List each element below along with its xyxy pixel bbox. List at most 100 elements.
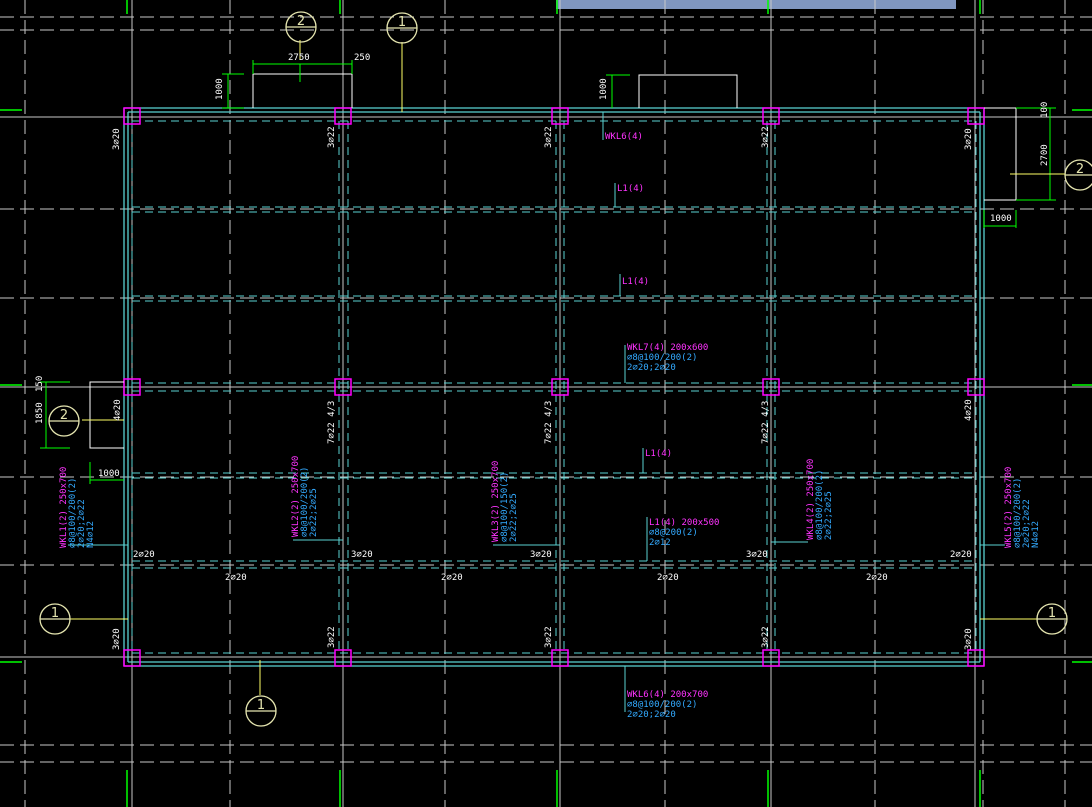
dimension-lines [40, 60, 1056, 484]
rebar-bay2: 2⌀20 [441, 573, 463, 583]
beam-detail-l1d-stirrup: ⌀8@200(2) [649, 528, 698, 538]
rebar-mid-c3: 7⌀22 4/3 [544, 401, 554, 444]
column-c3 [551, 649, 569, 667]
column-a3 [551, 107, 569, 125]
beam-detail-l1d-bars: 2⌀12 [649, 538, 671, 548]
dim-100-right: 100 [1040, 102, 1050, 118]
rebar-top-c4: 3⌀22 [761, 126, 771, 148]
rebar-row5-e: 2⌀20 [950, 550, 972, 560]
rebar-row5-b: 3⌀20 [351, 550, 373, 560]
rebar-top-c3: 3⌀22 [544, 126, 554, 148]
dim-1000-top-left: 1000 [215, 78, 225, 100]
beam-detail-wkl3-stirrup: ⌀8@100/150(2) [500, 472, 510, 542]
dim-2750: 2750 [288, 53, 310, 63]
beam-detail-wkl7-bars: 2⌀20;2⌀20 [627, 363, 676, 373]
beam-label-wkl7: WKL7(4) 200x600 [627, 343, 708, 353]
dim-2700-right: 2700 [1040, 144, 1050, 166]
beam-detail-wkl2-bars: 2⌀22;2⌀25 [309, 488, 319, 537]
section-mark-left-1 [39, 603, 71, 635]
beam-detail-wkl4-bars: 2⌀22;2⌀25 [824, 491, 834, 540]
dim-1000-right: 1000 [990, 214, 1012, 224]
section-mark-top-2 [285, 11, 317, 43]
beam-label-wkl4: WKL4(2) 250x700 [806, 459, 816, 540]
column-b3 [551, 378, 569, 396]
column-b1 [123, 378, 141, 396]
columns [123, 107, 985, 667]
column-b4 [762, 378, 780, 396]
beam-detail-wkl6b-bars: 2⌀20;2⌀20 [627, 710, 676, 720]
rebar-mid-c1: 4⌀20 [113, 399, 123, 421]
top-bar [556, 0, 956, 9]
beam-leaders [68, 112, 1005, 712]
beam-detail-wkl2-stirrup: ⌀8@100/200(2) [300, 467, 310, 537]
rebar-bay1: 2⌀20 [225, 573, 247, 583]
rebar-labels: 3⌀20 3⌀22 3⌀22 3⌀22 3⌀20 4⌀20 7⌀22 4/3 7… [112, 126, 974, 650]
section-mark-left-2 [48, 405, 80, 437]
section-num-right-1: 1 [1048, 606, 1056, 621]
beam-detail-wkl4-stirrup: ⌀8@100/200(2) [815, 470, 825, 540]
beam-dashed-lines [131, 120, 977, 654]
rebar-bot-c5: 3⌀20 [964, 628, 974, 650]
column-c4 [762, 649, 780, 667]
section-mark-bottom-1 [245, 695, 277, 727]
beam-labels-cyan: ⌀8@100/200(2) 2⌀20;2⌀20 ⌀8@200(2) 2⌀12 ⌀… [68, 353, 1041, 720]
beam-detail-wkl1-stirrup: ⌀8@100/200(2) [68, 478, 78, 548]
rebar-top-c1: 3⌀20 [112, 128, 122, 150]
beam-detail-wkl3-bars: 2⌀22;2⌀25 [509, 493, 519, 542]
column-c2 [334, 649, 352, 667]
rebar-bot-c4: 3⌀22 [761, 626, 771, 648]
beam-label-l1-a: L1(4) [617, 184, 644, 194]
leader-lines [60, 40, 1065, 695]
beam-label-l1d: L1(4) 200x500 [649, 518, 719, 528]
section-num-right-2: 2 [1076, 162, 1084, 177]
section-mark-top-1 [386, 12, 418, 44]
column-a5 [967, 107, 985, 125]
column-a4 [762, 107, 780, 125]
beam-detail-wkl5-stirrup: ⌀8@100/200(2) [1013, 478, 1023, 548]
rebar-top-c5: 3⌀20 [964, 128, 974, 150]
rebar-bot-c3: 3⌀22 [544, 626, 554, 648]
column-b5 [967, 378, 985, 396]
rebar-bot-c2: 3⌀22 [327, 626, 337, 648]
beam-detail-wkl6b-stirrup: ⌀8@100/200(2) [627, 700, 697, 710]
dim-250: 250 [354, 53, 370, 63]
section-marks [39, 11, 1092, 727]
rebar-row5-d: 3⌀20 [746, 550, 768, 560]
dim-150-left: 150 [35, 376, 45, 392]
beam-detail-wkl7-stirrup: ⌀8@100/200(2) [627, 353, 697, 363]
beam-labels-magenta: WKL6(4) L1(4) L1(4) WKL7(4) 200x600 L1(4… [59, 132, 1014, 700]
section-num-left-2: 2 [60, 408, 68, 423]
rebar-mid-c5: 4⌀20 [964, 399, 974, 421]
dimension-texts: 2750 250 1000 1000 100 2700 1000 150 185… [35, 53, 1050, 479]
dim-1000-left: 1000 [98, 469, 120, 479]
outline-boxes [89, 73, 1017, 449]
column-a1 [123, 107, 141, 125]
section-mark-numbers: 2 1 2 2 1 1 1 [51, 14, 1084, 713]
section-num-bottom-1: 1 [257, 698, 265, 713]
beam-label-wkl3: WKL3(2) 250x700 [491, 461, 501, 542]
column-a2 [334, 107, 352, 125]
rebar-bay3: 2⌀20 [657, 573, 679, 583]
section-mark-right-1 [1036, 603, 1068, 635]
beam-label-wkl6-top: WKL6(4) [605, 132, 643, 142]
beam-detail-wkl5-bars: 2⌀20;2⌀22 [1022, 499, 1032, 548]
beam-label-wkl6-bottom: WKL6(4) 200x700 [627, 690, 708, 700]
rebar-top-c2: 3⌀22 [327, 126, 337, 148]
rebar-bay4: 2⌀20 [866, 573, 888, 583]
beam-label-wkl2: WKL2(2) 250x700 [291, 456, 301, 537]
column-c1 [123, 649, 141, 667]
beam-label-l1-b: L1(4) [622, 277, 649, 287]
rebar-row5-c: 3⌀20 [530, 550, 552, 560]
column-b2 [334, 378, 352, 396]
rebar-mid-c2: 7⌀22 4/3 [327, 401, 337, 444]
rebar-row5-a: 2⌀20 [133, 550, 155, 560]
beam-detail-wkl1-torsion: N4⌀12 [86, 521, 96, 548]
rebar-bot-c1: 3⌀20 [112, 628, 122, 650]
rebar-mid-c4: 7⌀22 4/3 [761, 401, 771, 444]
dim-1850-left: 1850 [35, 402, 45, 424]
beam-label-wkl1: WKL1(2) 250x700 [59, 467, 69, 548]
